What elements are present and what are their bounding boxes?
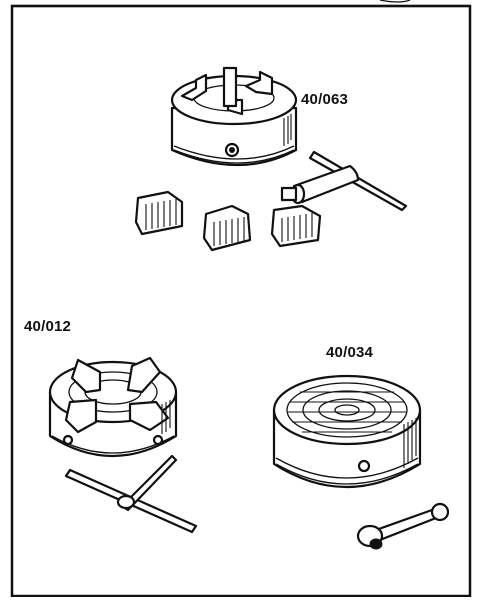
page-frame [10,4,472,598]
chuck-key-icon [280,150,408,212]
part-code-40-034: 40/034 [326,344,374,361]
chuck-key-icon [356,502,450,550]
cropped-heading-fragment [379,0,411,3]
t-handle-key-icon [64,454,198,534]
chuck-jaw-icon [270,204,322,248]
chuck-jaw-icon [202,204,252,252]
chuck-jaw-icon [134,190,184,236]
part-code-40-063: 40/063 [301,91,349,108]
four-jaw-chuck-icon [48,356,178,458]
magnetic-chuck-icon [272,374,422,488]
three-jaw-chuck-icon [170,66,298,167]
part-code-40-012: 40/012 [24,318,72,335]
